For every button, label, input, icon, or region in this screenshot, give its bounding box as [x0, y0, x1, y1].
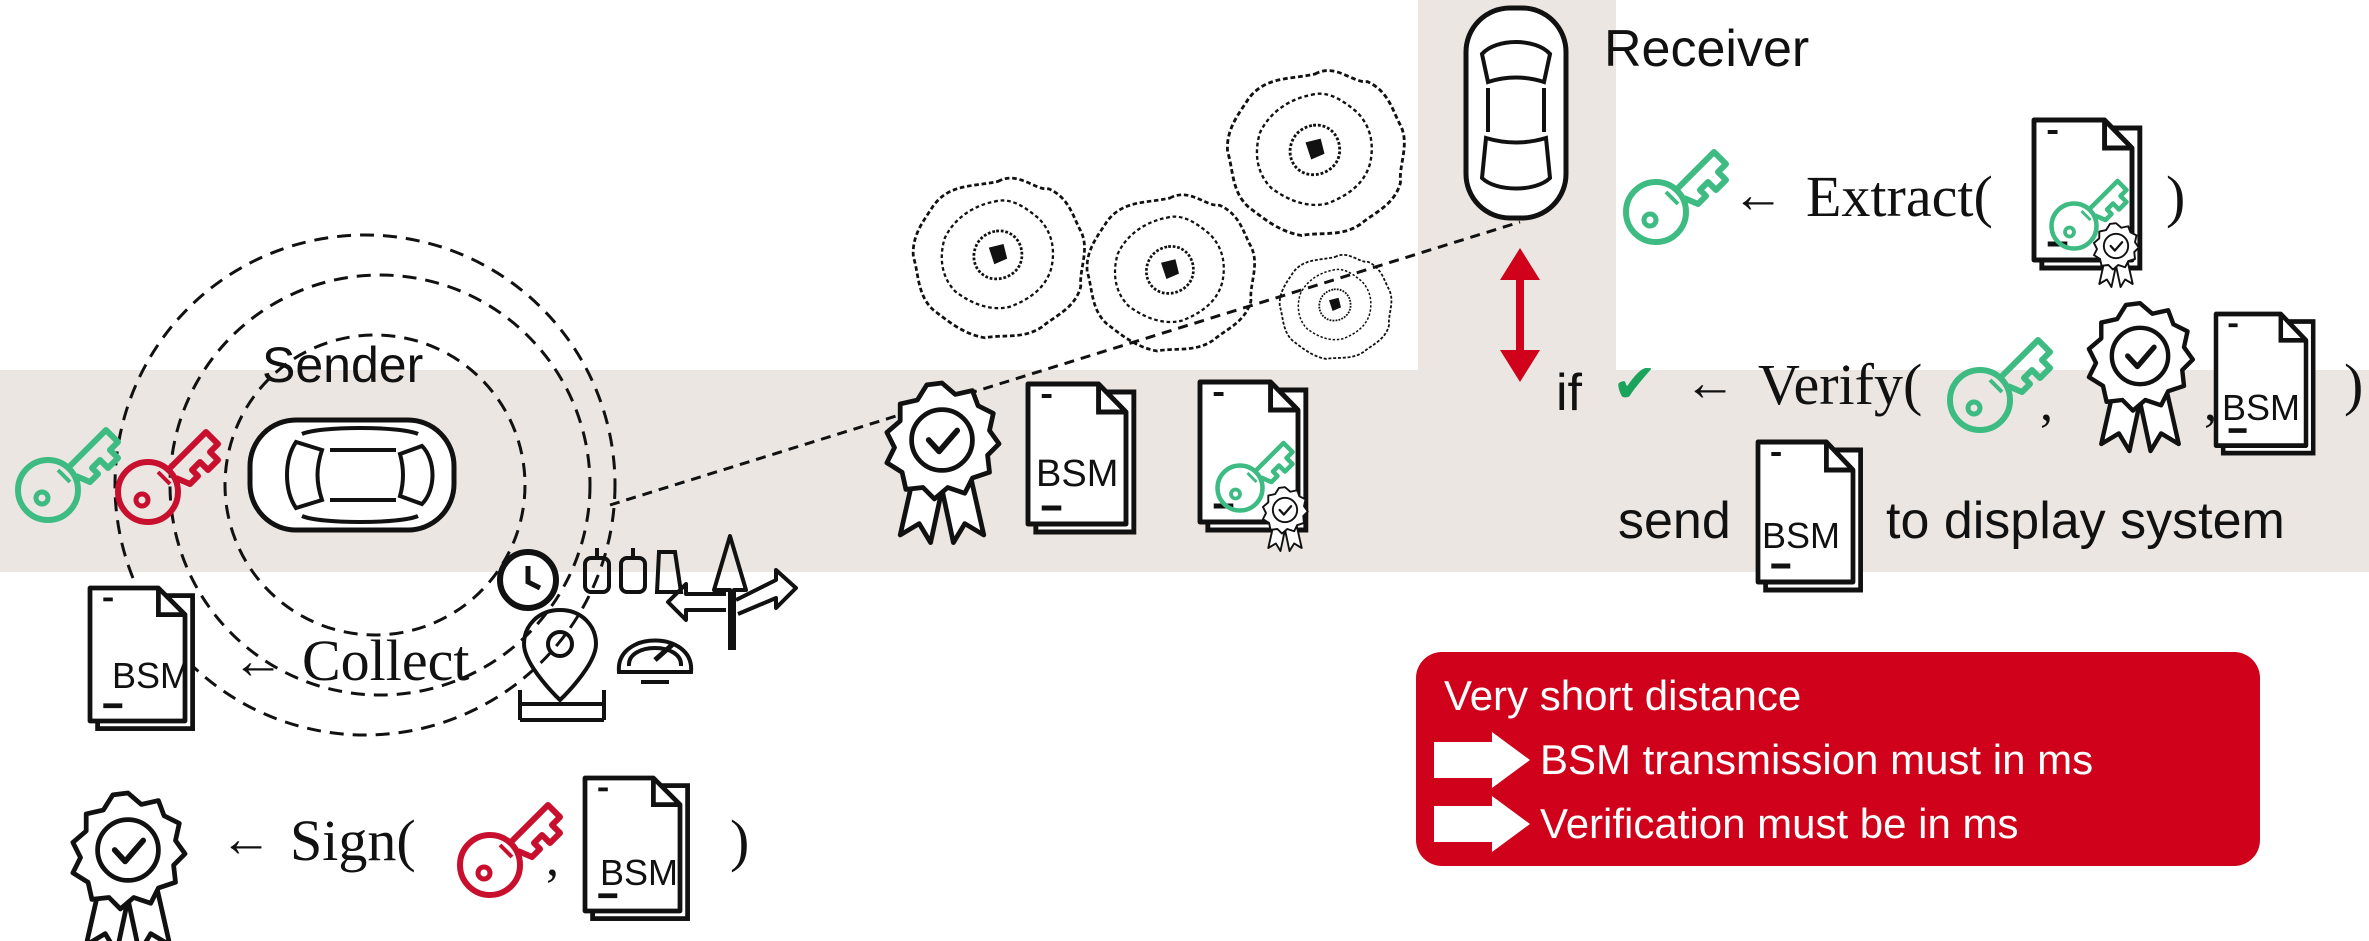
sign-comma: , — [546, 830, 559, 887]
bsm-label: BSM — [1036, 453, 1118, 495]
constraint-note: Very short distance BSM transmission mus… — [1416, 652, 2260, 866]
checkmark-icon: ✔ — [1612, 354, 1657, 414]
bsm-label: BSM — [2222, 387, 2300, 428]
bsm-label: BSM — [112, 655, 190, 696]
tree-icon — [1225, 69, 1406, 237]
note-bullet: Verification must be in ms — [1540, 800, 2019, 847]
public-key-icon — [1626, 152, 1726, 242]
sign-label: Sign( — [290, 808, 416, 873]
verify-comma: , — [2040, 375, 2053, 432]
receiver-label: Receiver — [1604, 20, 1809, 78]
speedometer-icon — [616, 638, 694, 684]
verify-close: ) — [2344, 352, 2363, 417]
verify-label: Verify( — [1758, 352, 1922, 417]
tree-icon — [911, 176, 1086, 340]
certificate-badge-icon — [2092, 222, 2140, 289]
extract-label: Extract( — [1806, 164, 1993, 229]
route-sign-icon — [666, 534, 798, 650]
document-icon — [585, 778, 688, 919]
sign-arrow: ← — [220, 811, 272, 868]
bsm-label: BSM — [1762, 515, 1840, 556]
certificate-badge-icon — [73, 793, 185, 941]
note-bullet: BSM transmission must in ms — [1540, 736, 2093, 783]
sender-car-icon — [247, 417, 457, 533]
tree-icon — [1085, 193, 1256, 353]
private-key-icon — [460, 805, 560, 895]
distance-arrow — [1500, 248, 1540, 382]
extract-close: ) — [2166, 164, 2185, 229]
collect-label: Collect — [302, 628, 470, 693]
verify-arrow: ← — [1684, 355, 1736, 412]
if-label: if — [1556, 364, 1583, 422]
range-circle — [113, 233, 617, 737]
note-heading: Very short distance — [1444, 672, 1801, 719]
location-map-icon — [518, 608, 606, 722]
sender-label: Sender — [262, 337, 423, 393]
document-icon — [2216, 314, 2313, 453]
range-circle — [223, 333, 527, 637]
transmission-line — [609, 220, 1521, 507]
arrow-right-icon — [1434, 796, 1530, 852]
range-circle — [168, 273, 592, 697]
clock-icon — [497, 549, 559, 611]
receiver-car-icon — [1463, 5, 1569, 221]
tree-icon — [1278, 253, 1393, 360]
collect-arrow: ← — [232, 633, 284, 690]
sign-close: ) — [730, 808, 749, 873]
arrow-right-icon — [1434, 732, 1530, 788]
extract-arrow: ← — [1732, 167, 1784, 224]
display-label: to display system — [1886, 492, 2285, 550]
bsm-label: BSM — [600, 852, 678, 893]
pedals-icon — [583, 548, 684, 594]
note-background — [1416, 652, 2260, 866]
send-label: send — [1618, 492, 1731, 550]
